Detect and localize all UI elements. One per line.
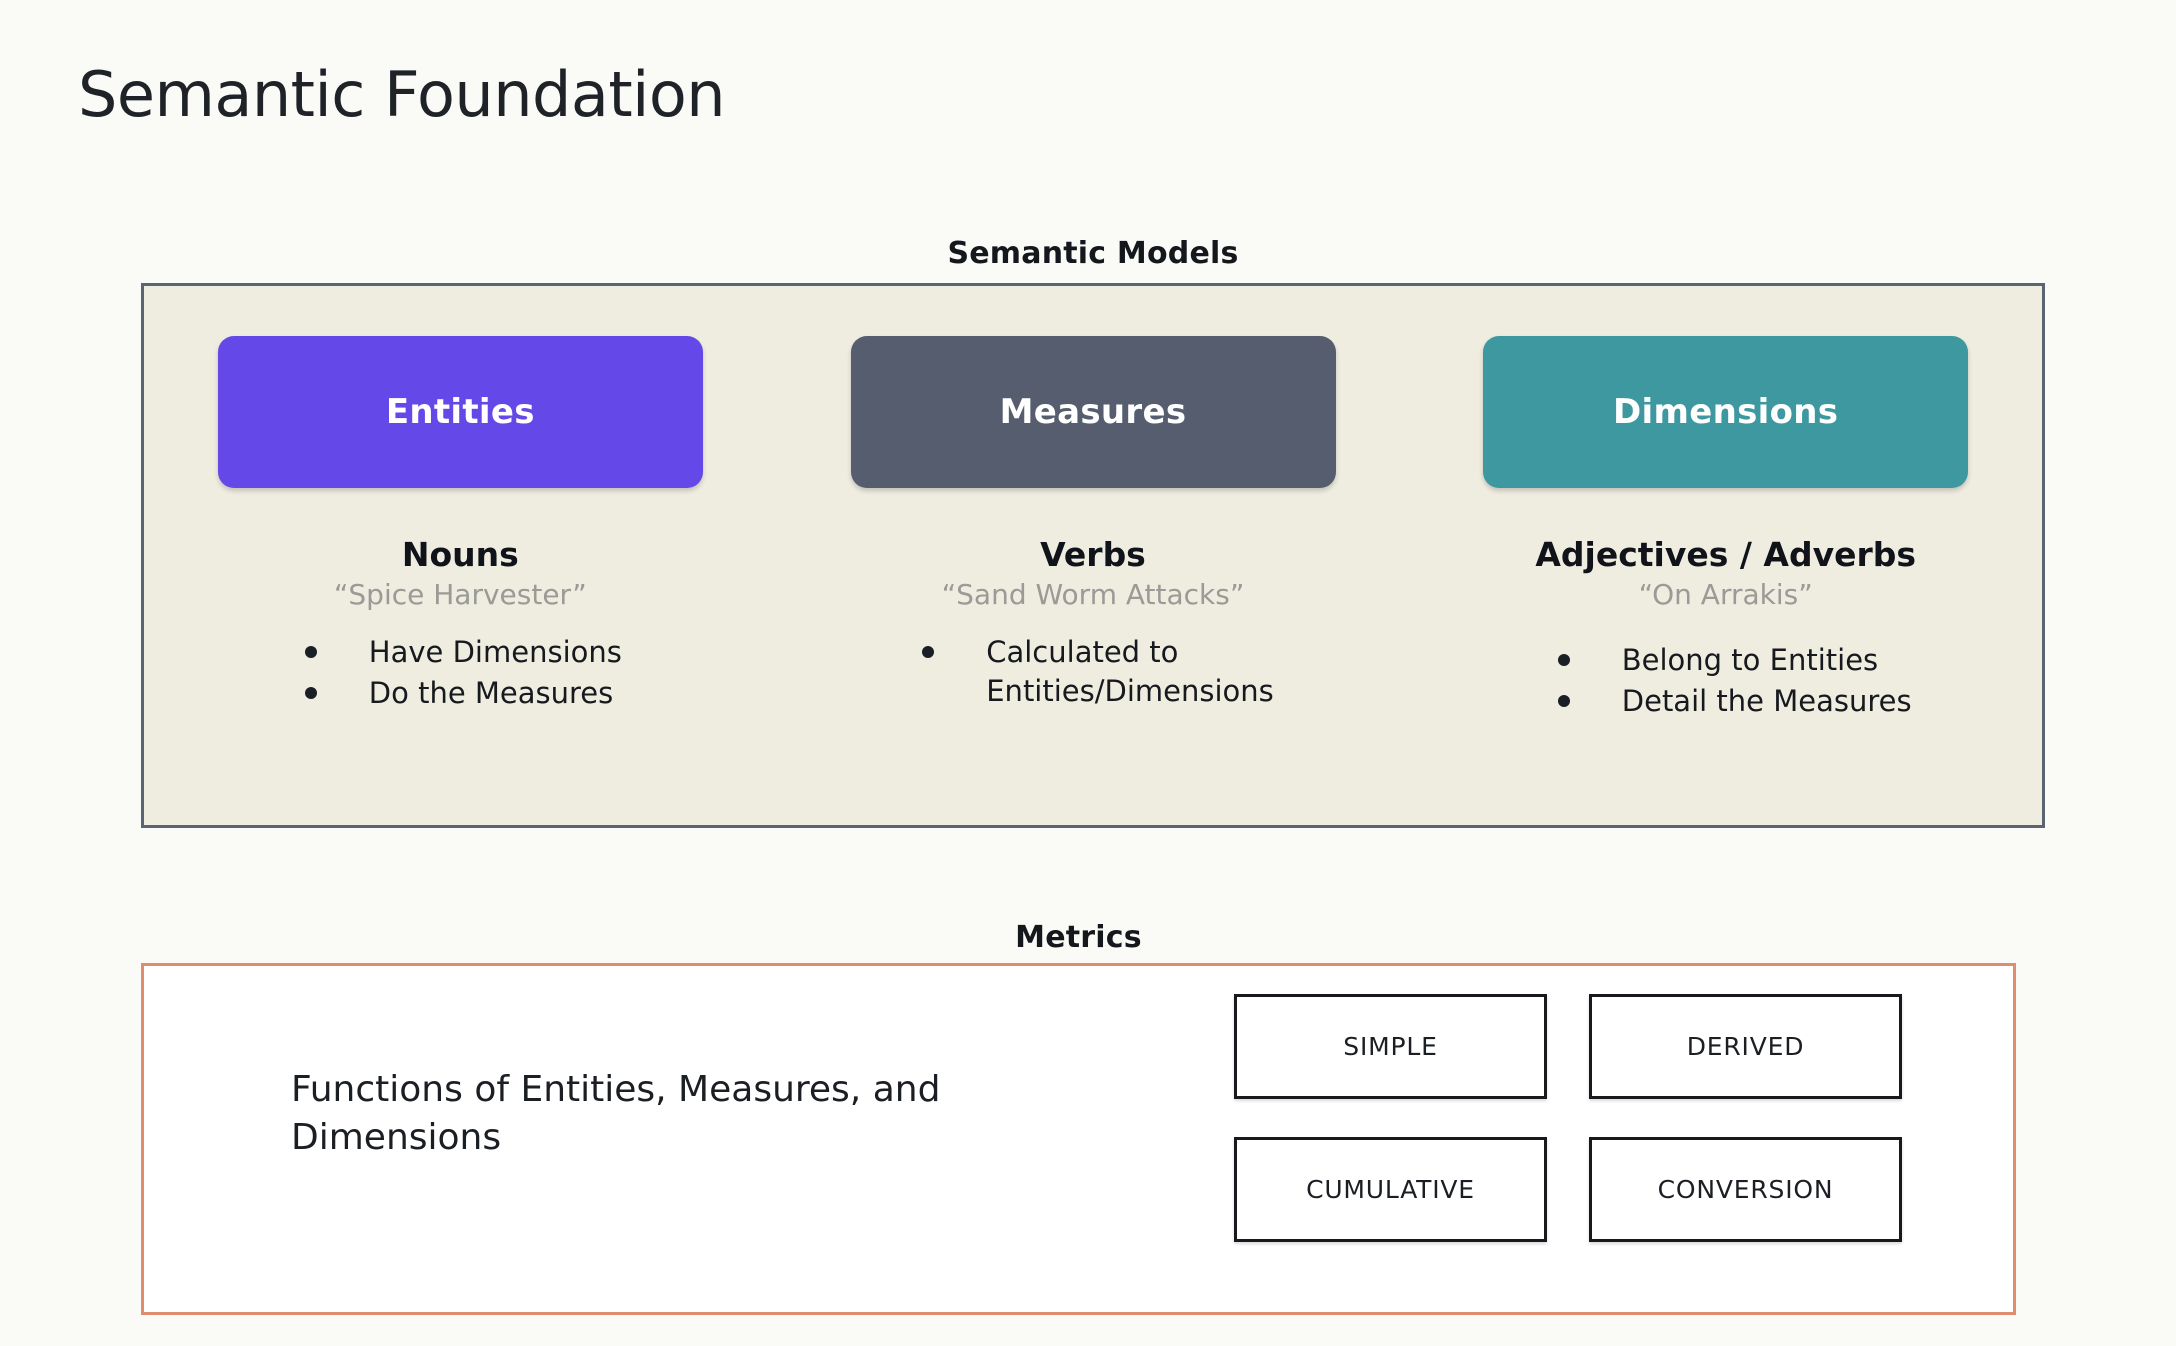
metric-type-conversion[interactable]: CONVERSION	[1589, 1137, 1902, 1242]
bullet-dot-icon	[1557, 654, 1570, 667]
entities-bullet-1: Have Dimensions	[368, 635, 622, 670]
dimensions-bullet-2: Detail the Measures	[1621, 683, 1912, 718]
dimensions-card[interactable]: Dimensions	[1483, 336, 1969, 488]
metric-type-derived[interactable]: DERIVED	[1589, 994, 1902, 1099]
measures-example: “Sand Worm Attacks”	[941, 577, 1245, 611]
list-item: Belong to Entities	[1557, 641, 1912, 680]
list-item: Do the Measures	[304, 674, 622, 713]
bullet-dot-icon	[304, 686, 317, 699]
metrics-heading: Metrics	[1015, 920, 1142, 955]
list-item: Detail the Measures	[1557, 682, 1912, 721]
list-item: Have Dimensions	[304, 633, 622, 672]
metric-type-cumulative[interactable]: CUMULATIVE	[1234, 1137, 1547, 1242]
metrics-panel: Functions of Entities, Measures, and Dim…	[141, 963, 2016, 1315]
dimensions-bullet-list: Belong to Entities Detail the Measures	[1557, 641, 1912, 722]
list-item: Calculated to Entities/Dimensions	[922, 633, 1274, 710]
semantic-model-column-measures: Measures Verbs “Sand Worm Attacks” Calcu…	[777, 286, 1410, 825]
entities-card[interactable]: Entities	[217, 336, 703, 488]
measures-part-of-speech: Verbs	[1040, 535, 1146, 574]
bullet-dot-icon	[1557, 694, 1570, 707]
measures-card[interactable]: Measures	[850, 336, 1336, 488]
metric-type-grid: SIMPLE DERIVED CUMULATIVE CONVERSION	[1234, 994, 1934, 1242]
dimensions-example: “On Arrakis”	[1638, 577, 1813, 611]
entities-bullet-2: Do the Measures	[368, 675, 614, 710]
page-title: Semantic Foundation	[78, 58, 726, 131]
metric-type-simple[interactable]: SIMPLE	[1234, 994, 1547, 1099]
semantic-model-column-dimensions: Dimensions Adjectives / Adverbs “On Arra…	[1409, 286, 2042, 825]
entities-bullet-list: Have Dimensions Do the Measures	[304, 633, 622, 714]
semantic-models-columns: Entities Nouns “Spice Harvester” Have Di…	[144, 286, 2042, 825]
entities-example: “Spice Harvester”	[333, 577, 587, 611]
measures-bullet-1: Calculated to Entities/Dimensions	[986, 635, 1274, 708]
semantic-models-heading: Semantic Models	[947, 236, 1239, 271]
measures-bullet-list: Calculated to Entities/Dimensions	[922, 633, 1274, 712]
entities-part-of-speech: Nouns	[401, 535, 519, 574]
bullet-dot-icon	[304, 646, 317, 659]
semantic-model-column-entities: Entities Nouns “Spice Harvester” Have Di…	[144, 286, 777, 825]
bullet-dot-icon	[922, 646, 935, 659]
semantic-models-panel: Entities Nouns “Spice Harvester” Have Di…	[141, 283, 2045, 828]
dimensions-part-of-speech: Adjectives / Adverbs	[1535, 535, 1917, 574]
metrics-description: Functions of Entities, Measures, and Dim…	[291, 1069, 941, 1158]
dimensions-bullet-1: Belong to Entities	[1621, 643, 1879, 678]
